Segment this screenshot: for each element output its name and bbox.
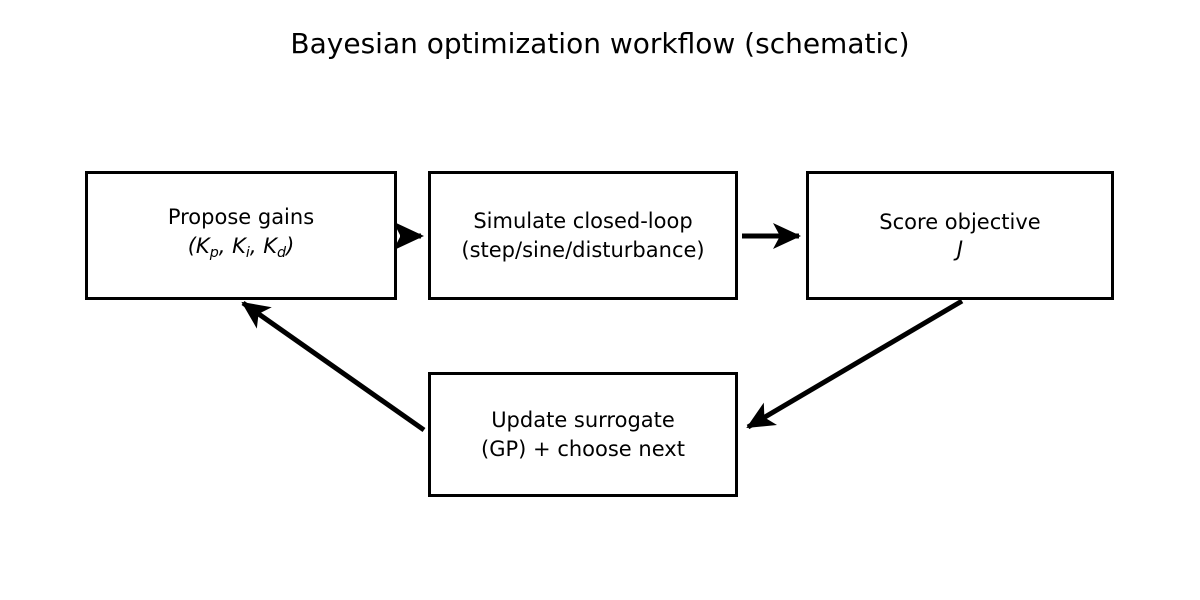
node-propose-gains-line1: Propose gains bbox=[167, 205, 315, 229]
node-update-surrogate[interactable]: Update surrogate (GP) + choose next bbox=[428, 372, 738, 497]
page-title: Bayesian optimization workflow (schemati… bbox=[290, 27, 910, 60]
node-propose-gains[interactable]: Propose gains (Kp, Ki, Kd) bbox=[85, 171, 397, 300]
node-propose-gains-line2: (Kp, Ki, Kd) bbox=[187, 234, 295, 261]
edge-score-to-update bbox=[746, 298, 964, 430]
node-score-objective-line1: Score objective bbox=[879, 209, 1041, 234]
node-simulate-closed-loop-line1: Simulate closed-loop bbox=[473, 208, 693, 233]
edge-update-to-propose bbox=[241, 300, 426, 433]
node-update-surrogate-line1: Update surrogate bbox=[491, 407, 675, 432]
node-score-objective[interactable]: Score objective J bbox=[806, 171, 1114, 300]
node-update-surrogate-line2: (GP) + choose next bbox=[481, 436, 685, 461]
node-simulate-closed-loop[interactable]: Simulate closed-loop (step/sine/disturba… bbox=[428, 171, 738, 300]
node-simulate-closed-loop-line2: (step/sine/disturbance) bbox=[461, 237, 705, 262]
node-score-objective-line2: J bbox=[956, 236, 964, 261]
